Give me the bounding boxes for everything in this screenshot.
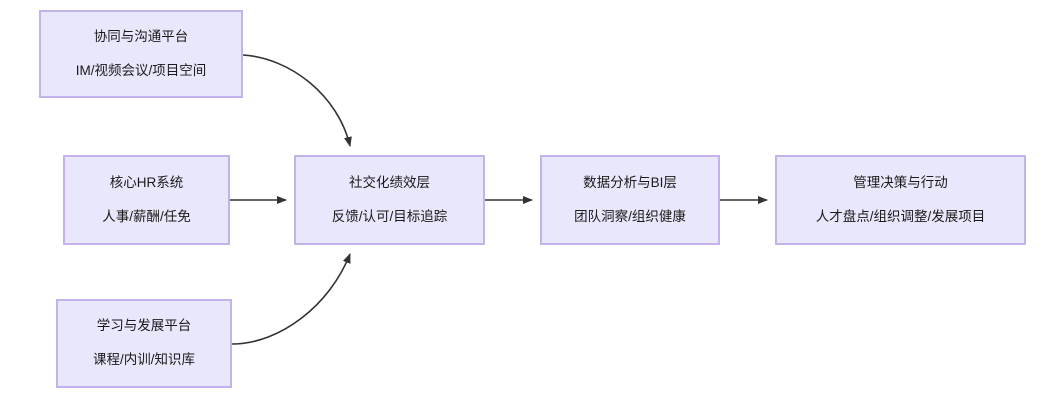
node-collaboration-platform[interactable]: 协同与沟通平台 IM/视频会议/项目空间 bbox=[39, 10, 243, 98]
node-data-analytics-bi-layer[interactable]: 数据分析与BI层 团队洞察/组织健康 bbox=[540, 155, 720, 245]
node-subtitle: 团队洞察/组织健康 bbox=[574, 208, 686, 224]
node-management-decision-action[interactable]: 管理决策与行动 人才盘点/组织调整/发展项目 bbox=[775, 155, 1026, 245]
node-title: 管理决策与行动 bbox=[853, 174, 948, 190]
node-subtitle: 人才盘点/组织调整/发展项目 bbox=[815, 208, 986, 224]
edge-learning-to-social bbox=[231, 253, 351, 345]
node-title: 协同与沟通平台 bbox=[93, 28, 189, 44]
node-subtitle: 人事/薪酬/任免 bbox=[102, 208, 191, 224]
node-subtitle: 课程/内训/知识库 bbox=[92, 352, 195, 367]
edge-collab-to-social bbox=[242, 54, 352, 147]
node-title: 数据分析与BI层 bbox=[583, 174, 677, 190]
node-learning-development-platform[interactable]: 学习与发展平台 课程/内训/知识库 bbox=[56, 299, 232, 388]
node-core-hr-system[interactable]: 核心HR系统 人事/薪酬/任免 bbox=[63, 155, 230, 245]
node-title: 核心HR系统 bbox=[109, 174, 184, 190]
node-social-performance-layer[interactable]: 社交化绩效层 反馈/认可/目标追踪 bbox=[294, 155, 485, 245]
node-title: 社交化绩效层 bbox=[349, 174, 430, 190]
node-title: 学习与发展平台 bbox=[96, 318, 192, 334]
node-subtitle: IM/视频会议/项目空间 bbox=[75, 62, 207, 78]
node-subtitle: 反馈/认可/目标追踪 bbox=[331, 208, 448, 224]
